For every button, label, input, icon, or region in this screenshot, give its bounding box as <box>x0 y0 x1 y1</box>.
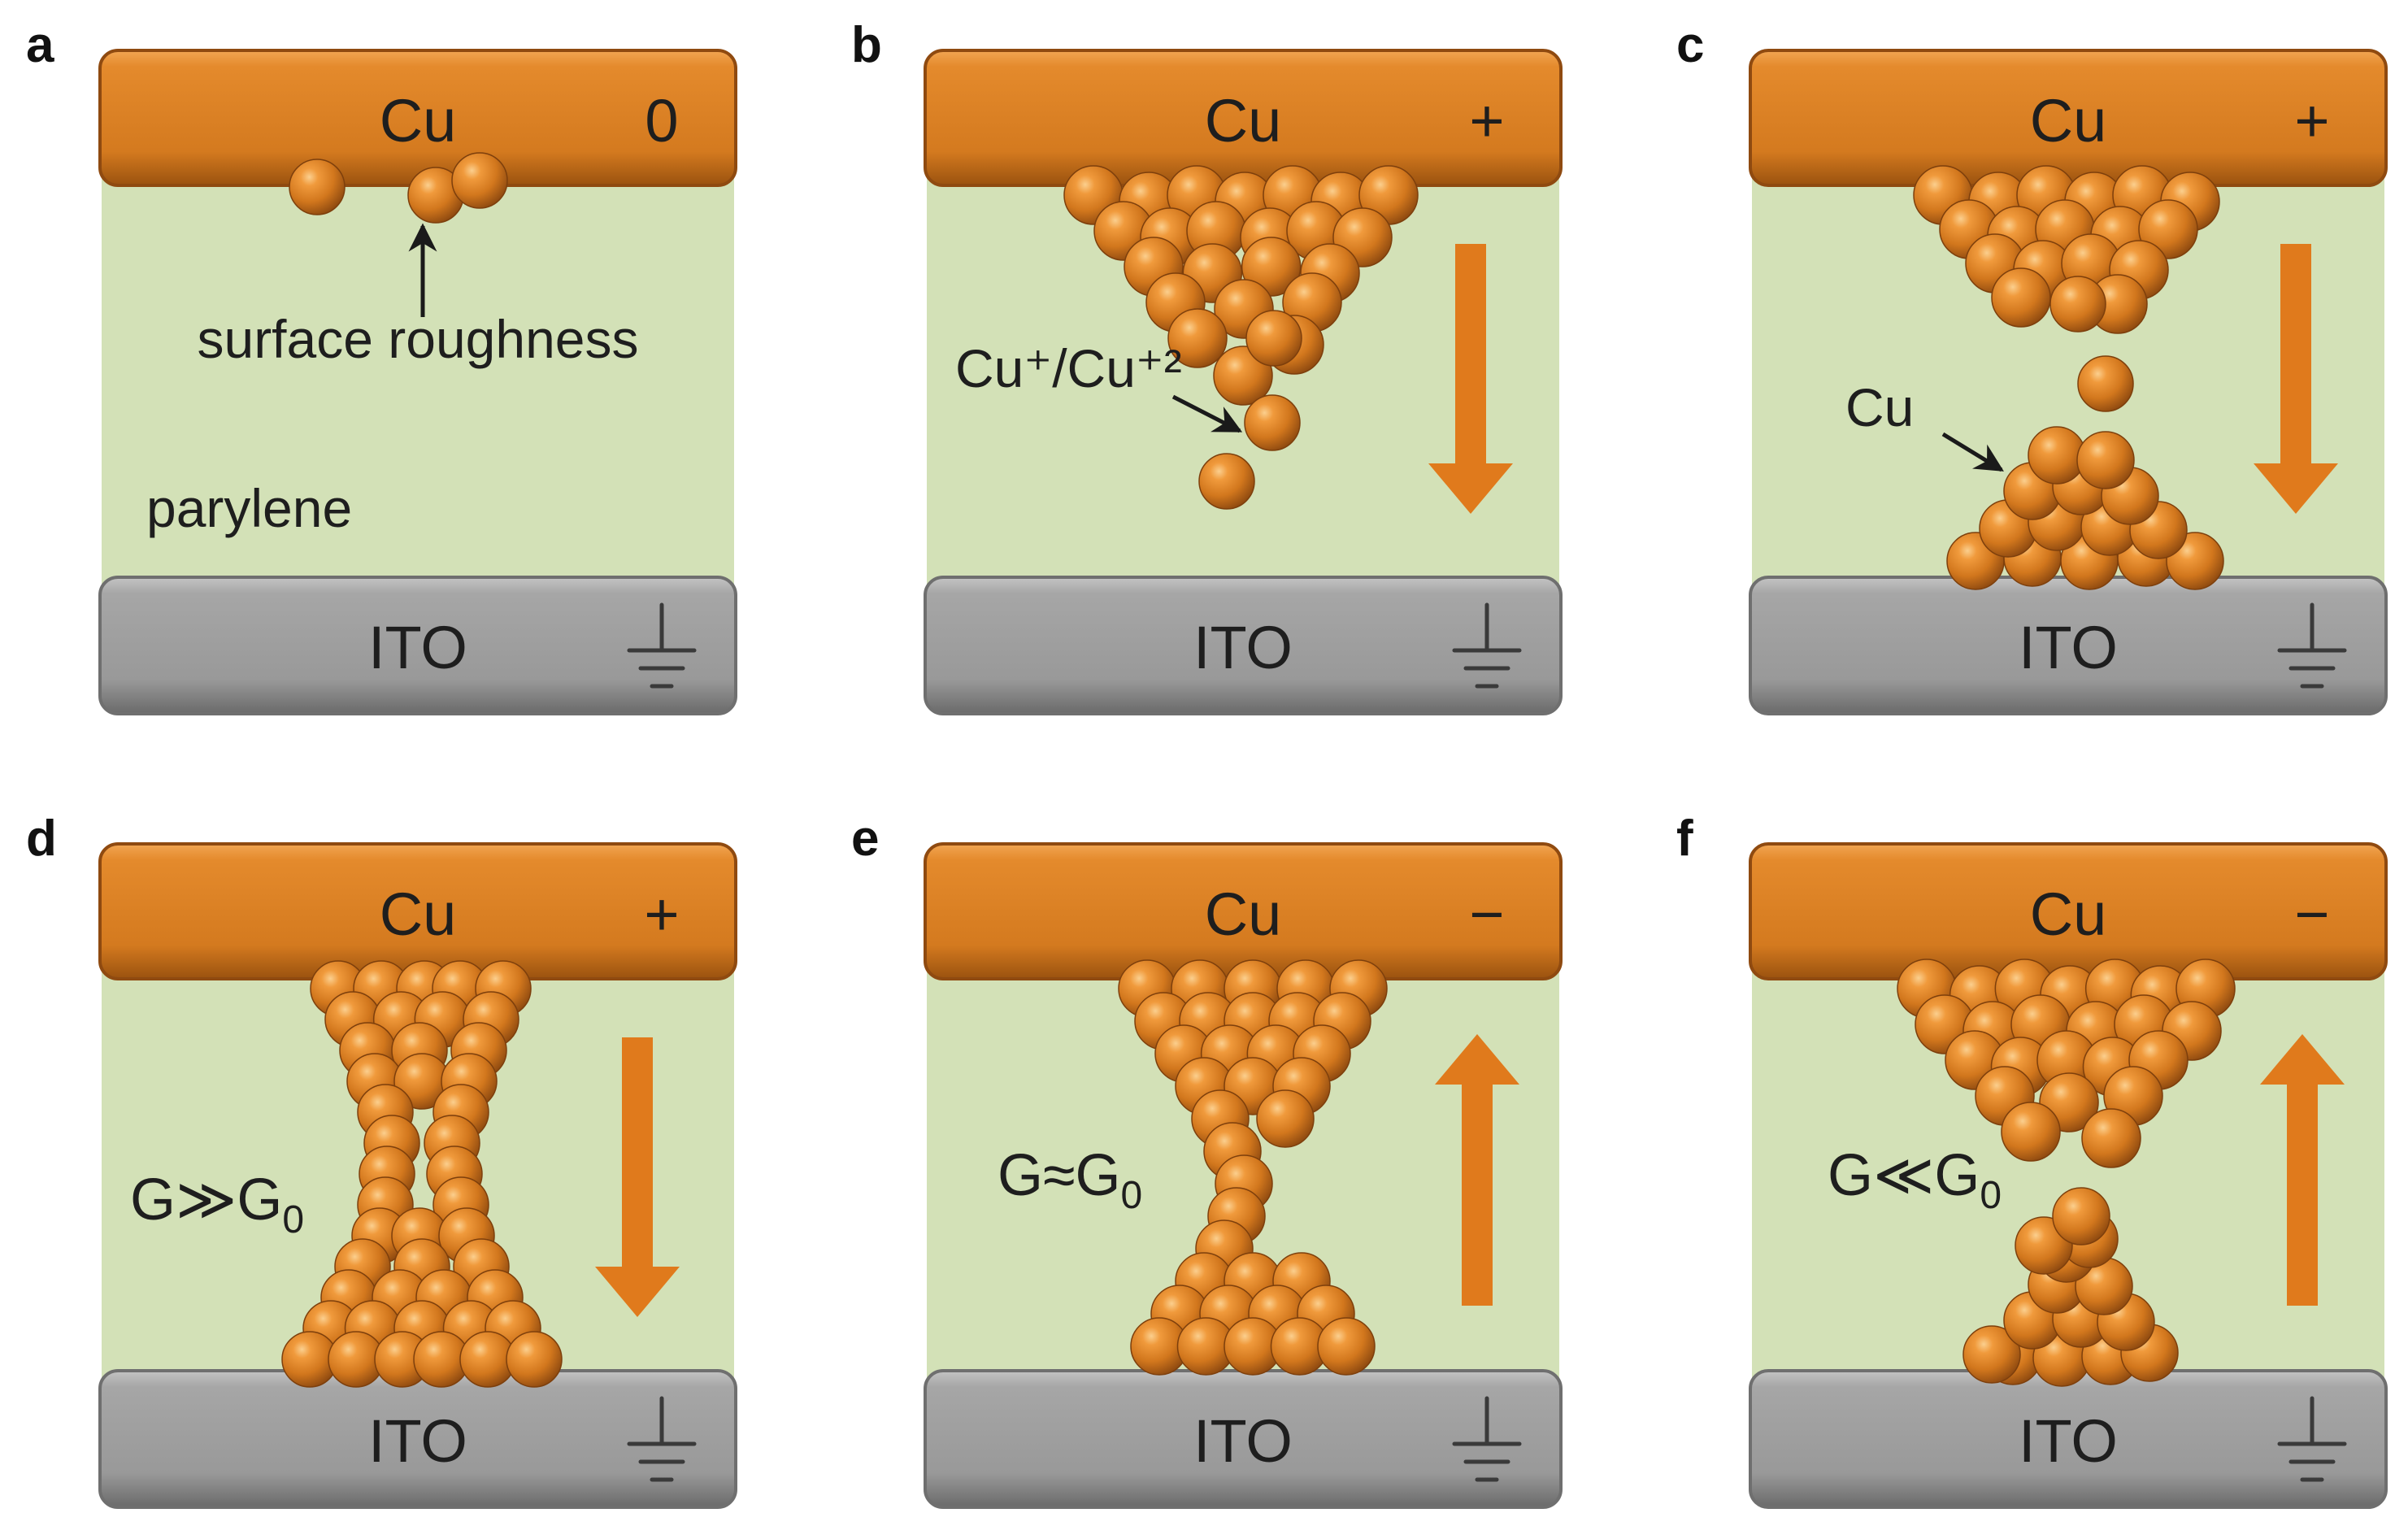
cu-electrode: Cu + <box>924 49 1563 187</box>
copper-cluster <box>1913 165 2224 590</box>
ito-electrode: ITO <box>98 1369 737 1509</box>
panel-b: ITO Cu + Cu⁺/Cu⁺² b <box>851 17 1563 715</box>
panel-e: ITO Cu − G≈G0 e <box>851 811 1563 1509</box>
copper-atom <box>1256 1089 1315 1148</box>
cu-label: Cu <box>1205 87 1282 154</box>
ground-icon <box>2277 1396 2347 1482</box>
panel-f: ITO Cu − G≪G0 f <box>1676 811 2388 1509</box>
cu-label: Cu <box>1205 880 1282 948</box>
cu-electrode: Cu − <box>1749 842 2388 980</box>
panel-letter: a <box>26 17 54 73</box>
ground-icon <box>627 1396 697 1482</box>
ito-label: ITO <box>1193 614 1293 681</box>
copper-atom <box>1962 1325 2021 1384</box>
copper-atom <box>1244 394 1301 451</box>
ground-icon <box>1452 602 1522 689</box>
ito-electrode: ITO <box>924 1369 1563 1509</box>
ito-label: ITO <box>368 614 467 681</box>
copper-atom <box>2049 276 2106 333</box>
ito-label: ITO <box>368 1407 467 1475</box>
ground-icon <box>627 602 697 689</box>
panel-c: ITO Cu + Cu c <box>1676 17 2388 715</box>
copper-atom <box>2052 1187 2110 1246</box>
cu-electrode: Cu 0 <box>98 49 737 187</box>
panel-letter: b <box>851 17 882 73</box>
panel-letter: f <box>1676 811 1693 867</box>
cu-label: Cu <box>2030 87 2107 154</box>
bias-label: + <box>644 880 679 948</box>
bias-label: 0 <box>645 87 678 154</box>
down-arrow-icon <box>595 1037 680 1317</box>
conductance-label: G≪G0 <box>1828 1143 2002 1217</box>
copper-atom <box>2028 426 2086 485</box>
bias-label: − <box>2294 880 2329 948</box>
conductance-subscript: 0 <box>282 1198 304 1241</box>
conductance-label: G≈G0 <box>998 1143 1142 1217</box>
copper-cluster <box>1897 959 2236 1387</box>
ito-label: ITO <box>2019 614 2118 681</box>
down-arrow-icon <box>1428 244 1513 514</box>
panel-d: ITO Cu + G≫G0 d <box>26 811 737 1509</box>
cu-label: Cu <box>380 880 457 948</box>
copper-atom <box>2001 1102 2061 1162</box>
conductance-subscript: 0 <box>1121 1174 1143 1217</box>
panel-letter: d <box>26 811 57 867</box>
conductance-base: G≫G <box>130 1167 282 1233</box>
ito-electrode: ITO <box>1749 576 2388 715</box>
copper-filament <box>281 960 563 1388</box>
cu-atom-label: Cu <box>1845 377 1914 437</box>
ito-electrode: ITO <box>1749 1369 2388 1509</box>
copper-atom <box>2077 355 2134 412</box>
copper-atom <box>1167 308 1228 368</box>
cu-label: Cu <box>380 87 457 154</box>
parylene-label: parylene <box>146 478 352 538</box>
bias-label: + <box>2294 87 2329 154</box>
ground-icon <box>1452 1396 1522 1482</box>
copper-filament <box>1118 959 1388 1376</box>
up-arrow-icon <box>2260 1034 2345 1306</box>
conductance-subscript: 0 <box>1980 1174 2002 1217</box>
ito-label: ITO <box>1193 1407 1293 1475</box>
copper-atom <box>1317 1317 1376 1376</box>
cu-electrode: Cu − <box>924 842 1563 980</box>
copper-atom <box>289 159 346 215</box>
copper-atom <box>451 152 508 209</box>
copper-atom <box>1245 310 1302 367</box>
copper-cluster <box>1063 165 1419 510</box>
ground-icon <box>2277 602 2347 689</box>
ion-label: Cu⁺/Cu⁺² <box>955 338 1182 398</box>
conductance-base: G≪G <box>1828 1143 1980 1208</box>
bias-label: − <box>1469 880 1504 948</box>
cu-electrode: Cu + <box>98 842 737 980</box>
surface-roughness-label: surface roughness <box>198 309 639 369</box>
ito-electrode: ITO <box>924 576 1563 715</box>
copper-atom <box>1991 267 2051 328</box>
copper-cluster <box>289 152 508 224</box>
copper-atom <box>506 1331 563 1388</box>
copper-atom <box>2081 1108 2141 1168</box>
copper-atom <box>1241 237 1302 297</box>
cu-label: Cu <box>2030 880 2107 948</box>
ito-electrode: ITO <box>98 576 737 715</box>
ito-label: ITO <box>2019 1407 2118 1475</box>
cu-electrode: Cu + <box>1749 49 2388 187</box>
panel-letter: e <box>851 811 879 867</box>
pointer-arrow <box>1171 394 1243 433</box>
pointer-arrow <box>1941 432 2004 472</box>
panel-a: ITO Cu 0 surface roughness parylene a <box>26 17 737 715</box>
copper-atom <box>1198 453 1255 510</box>
conductance-label: G≫G0 <box>130 1167 304 1241</box>
conductance-base: G≈G <box>998 1143 1121 1208</box>
down-arrow-icon <box>2254 244 2338 514</box>
up-arrow-icon <box>1435 1034 1519 1306</box>
copper-atom <box>2076 431 2135 489</box>
bias-label: + <box>1469 87 1504 154</box>
panel-letter: c <box>1676 17 1704 73</box>
